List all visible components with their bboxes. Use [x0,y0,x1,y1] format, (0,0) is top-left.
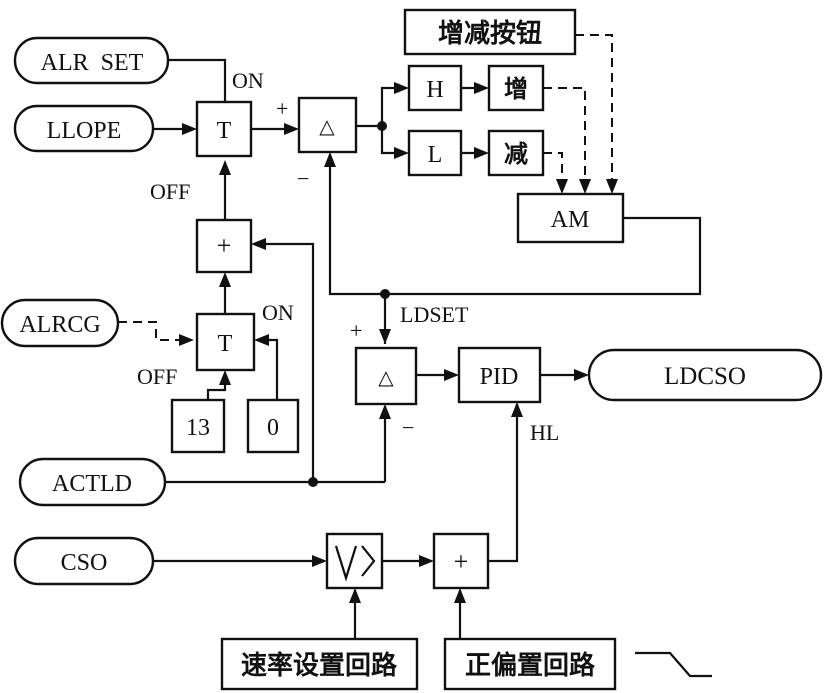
label-plus-upper: + [276,96,288,121]
label-on-upper: ON [232,68,264,93]
block-l-label: L [428,142,443,168]
block-t-upper: T [195,100,253,158]
block-rate-setting-loop: 速率设置回路 [220,637,419,691]
block-delta-upper: △ [297,96,358,154]
dashed-signal-lines [118,34,613,341]
block-const-13: 13 [170,398,226,454]
label-on-lower: ON [262,300,294,325]
block-delta-lower-label: △ [378,367,394,389]
block-dec: 减 [487,129,545,177]
block-delta-lower: △ [354,346,418,406]
block-const-0-label: 0 [267,415,279,441]
terminal-alr-set-label: ALR SET [41,50,144,76]
step-down-waveform-icon [635,651,712,678]
terminal-ldcso-label: LDCSO [664,363,746,390]
terminal-actld: ACTLD [18,457,167,507]
terminal-llope: LLOPE [13,104,155,153]
arrowheads [179,82,618,603]
label-off-upper: OFF [150,179,190,204]
label-off-lower: OFF [137,364,177,389]
block-t-lower: T [195,312,256,372]
block-pid-label: PID [480,364,519,390]
block-rate-setting-loop-label: 速率设置回路 [241,650,398,681]
block-t-upper-label: T [217,118,232,144]
label-minus-upper: − [297,166,309,191]
block-t-lower-label: T [218,331,233,357]
label-ldset: LDSET [400,302,469,327]
terminal-actld-label: ACTLD [52,471,132,497]
block-plus-left: + [195,218,253,274]
block-positive-bias-loop-label: 正偏置回路 [465,650,596,681]
terminal-alrcg: ALRCG [0,298,120,348]
signal-labels: ON OFF ON OFF + − + − LDSET HL [137,68,559,445]
block-plus-left-label: + [217,231,232,260]
block-l: L [407,129,463,177]
block-rate-limiter [325,532,384,590]
terminal-cso-label: CSO [61,550,108,576]
label-hl: HL [530,420,559,445]
block-incdec-buttons-label: 增减按钮 [438,18,542,49]
terminal-alrcg-label: ALRCG [19,312,100,338]
terminal-llope-label: LLOPE [47,118,122,144]
block-const-13-label: 13 [186,415,210,441]
junction-dot-ldset [380,289,390,299]
terminal-cso: CSO [13,536,155,586]
block-pid: PID [457,346,542,404]
terminal-ldcso: LDCSO [587,348,823,402]
block-am: AM [516,192,625,244]
block-inc: 增 [487,64,545,112]
block-h-label: H [426,77,443,103]
block-dec-label: 减 [504,140,528,168]
terminal-alr-set: ALR SET [13,36,170,85]
block-incdec-buttons: 增减按钮 [403,8,577,56]
label-plus-lower: + [350,318,362,343]
junction-dot-actld [308,477,318,487]
block-am-label: AM [551,207,590,233]
block-const-0: 0 [246,398,300,454]
block-delta-upper-label: △ [319,116,335,138]
block-inc-label: 增 [504,75,528,103]
label-minus-lower: − [402,415,414,440]
junction-dot-upper [377,121,387,131]
block-h: H [407,64,463,112]
block-plus-bottom: + [432,532,490,590]
block-plus-bottom-label: + [454,547,469,576]
block-positive-bias-loop: 正偏置回路 [443,637,617,691]
